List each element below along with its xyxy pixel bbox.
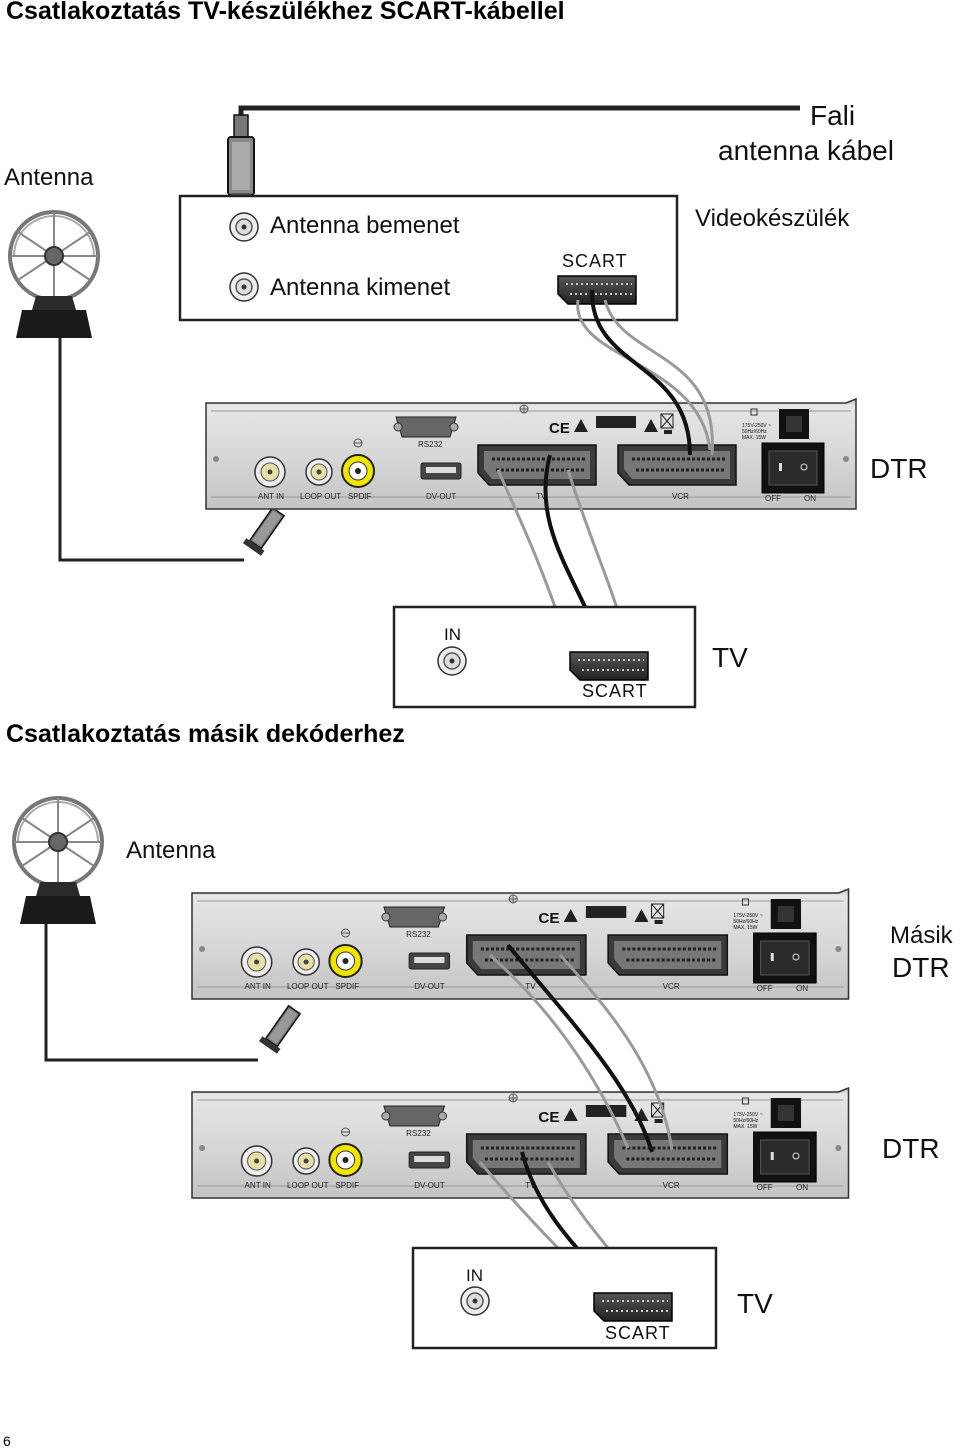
tv-box-1: IN SCART	[392, 605, 697, 709]
diagram-1: Fali antenna kábel Antenna Antenna bemen…	[4, 100, 928, 709]
dtr-receiver-2	[190, 1086, 851, 1200]
dtr-receiver	[204, 397, 858, 511]
dtr-label: DTR	[870, 453, 928, 484]
antenna-out-label: Antenna kimenet	[270, 274, 450, 301]
other-dtr-label-2: DTR	[892, 952, 950, 983]
section-title-scart: Csatlakoztatás TV-készülékhez SCART-kábe…	[6, 0, 565, 25]
vcr-scart-port	[557, 275, 637, 305]
vcr-box: Antenna bemenet Antenna kimenet SCART	[178, 194, 679, 322]
dtr-label-2: DTR	[882, 1133, 940, 1164]
section-title-other-decoder: Csatlakoztatás másik dekóderhez	[6, 720, 405, 748]
tv-box-2: IN SCART	[411, 1246, 718, 1350]
antenna-in-label: Antenna bemenet	[270, 212, 460, 239]
antenna-label-2: Antenna	[126, 837, 216, 864]
tv-scart-label: SCART	[582, 681, 648, 701]
tv-in-label: IN	[444, 625, 461, 644]
antenna-icon	[8, 210, 100, 340]
wall-cable-label-1: Fali	[810, 100, 855, 131]
tv-scart-label-2: SCART	[605, 1323, 671, 1343]
tv-in-jack	[437, 646, 467, 676]
coax-plug-icon	[258, 1002, 305, 1055]
tv-scart-port	[569, 651, 649, 681]
wall-cable-plug	[227, 114, 255, 203]
tv-in-jack-2	[460, 1286, 490, 1316]
tv-label-2: TV	[737, 1288, 773, 1319]
vcr-scart-label: SCART	[562, 251, 628, 271]
wall-cable-label-2: antenna kábel	[718, 135, 894, 166]
tv-label: TV	[712, 642, 748, 673]
diagram-2: Antenna Másik DTR DTR IN	[12, 796, 954, 1350]
antenna-icon	[12, 796, 104, 926]
tv-in-label-2: IN	[466, 1266, 483, 1285]
tv-scart-port-2	[593, 1292, 673, 1322]
antenna-in-jack	[229, 212, 259, 242]
antenna-out-jack	[229, 272, 259, 302]
vcr-label: Videokészülék	[695, 205, 850, 232]
page-number: 6	[3, 1433, 11, 1449]
coax-plug-icon	[242, 504, 289, 557]
antenna-label: Antenna	[4, 164, 94, 191]
other-dtr-label-1: Másik	[890, 922, 954, 949]
